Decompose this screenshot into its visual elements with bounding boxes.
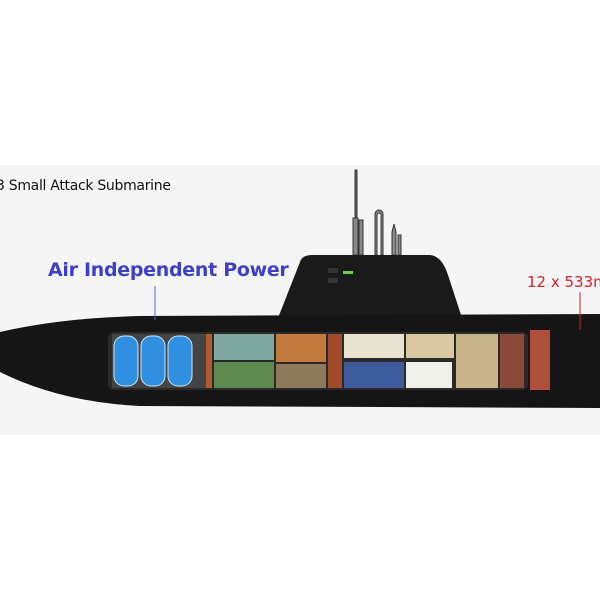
diagram-title: 3 Small Attack Submarine bbox=[0, 178, 171, 194]
aip-label: Air Independent Power bbox=[48, 259, 289, 281]
torpedo-tubes-label: 12 x 533m bbox=[527, 273, 600, 291]
sail-light bbox=[343, 271, 353, 274]
aip-tanks bbox=[113, 335, 193, 387]
sail bbox=[278, 255, 462, 318]
interior-cutaway bbox=[108, 330, 550, 390]
masts bbox=[352, 169, 402, 256]
